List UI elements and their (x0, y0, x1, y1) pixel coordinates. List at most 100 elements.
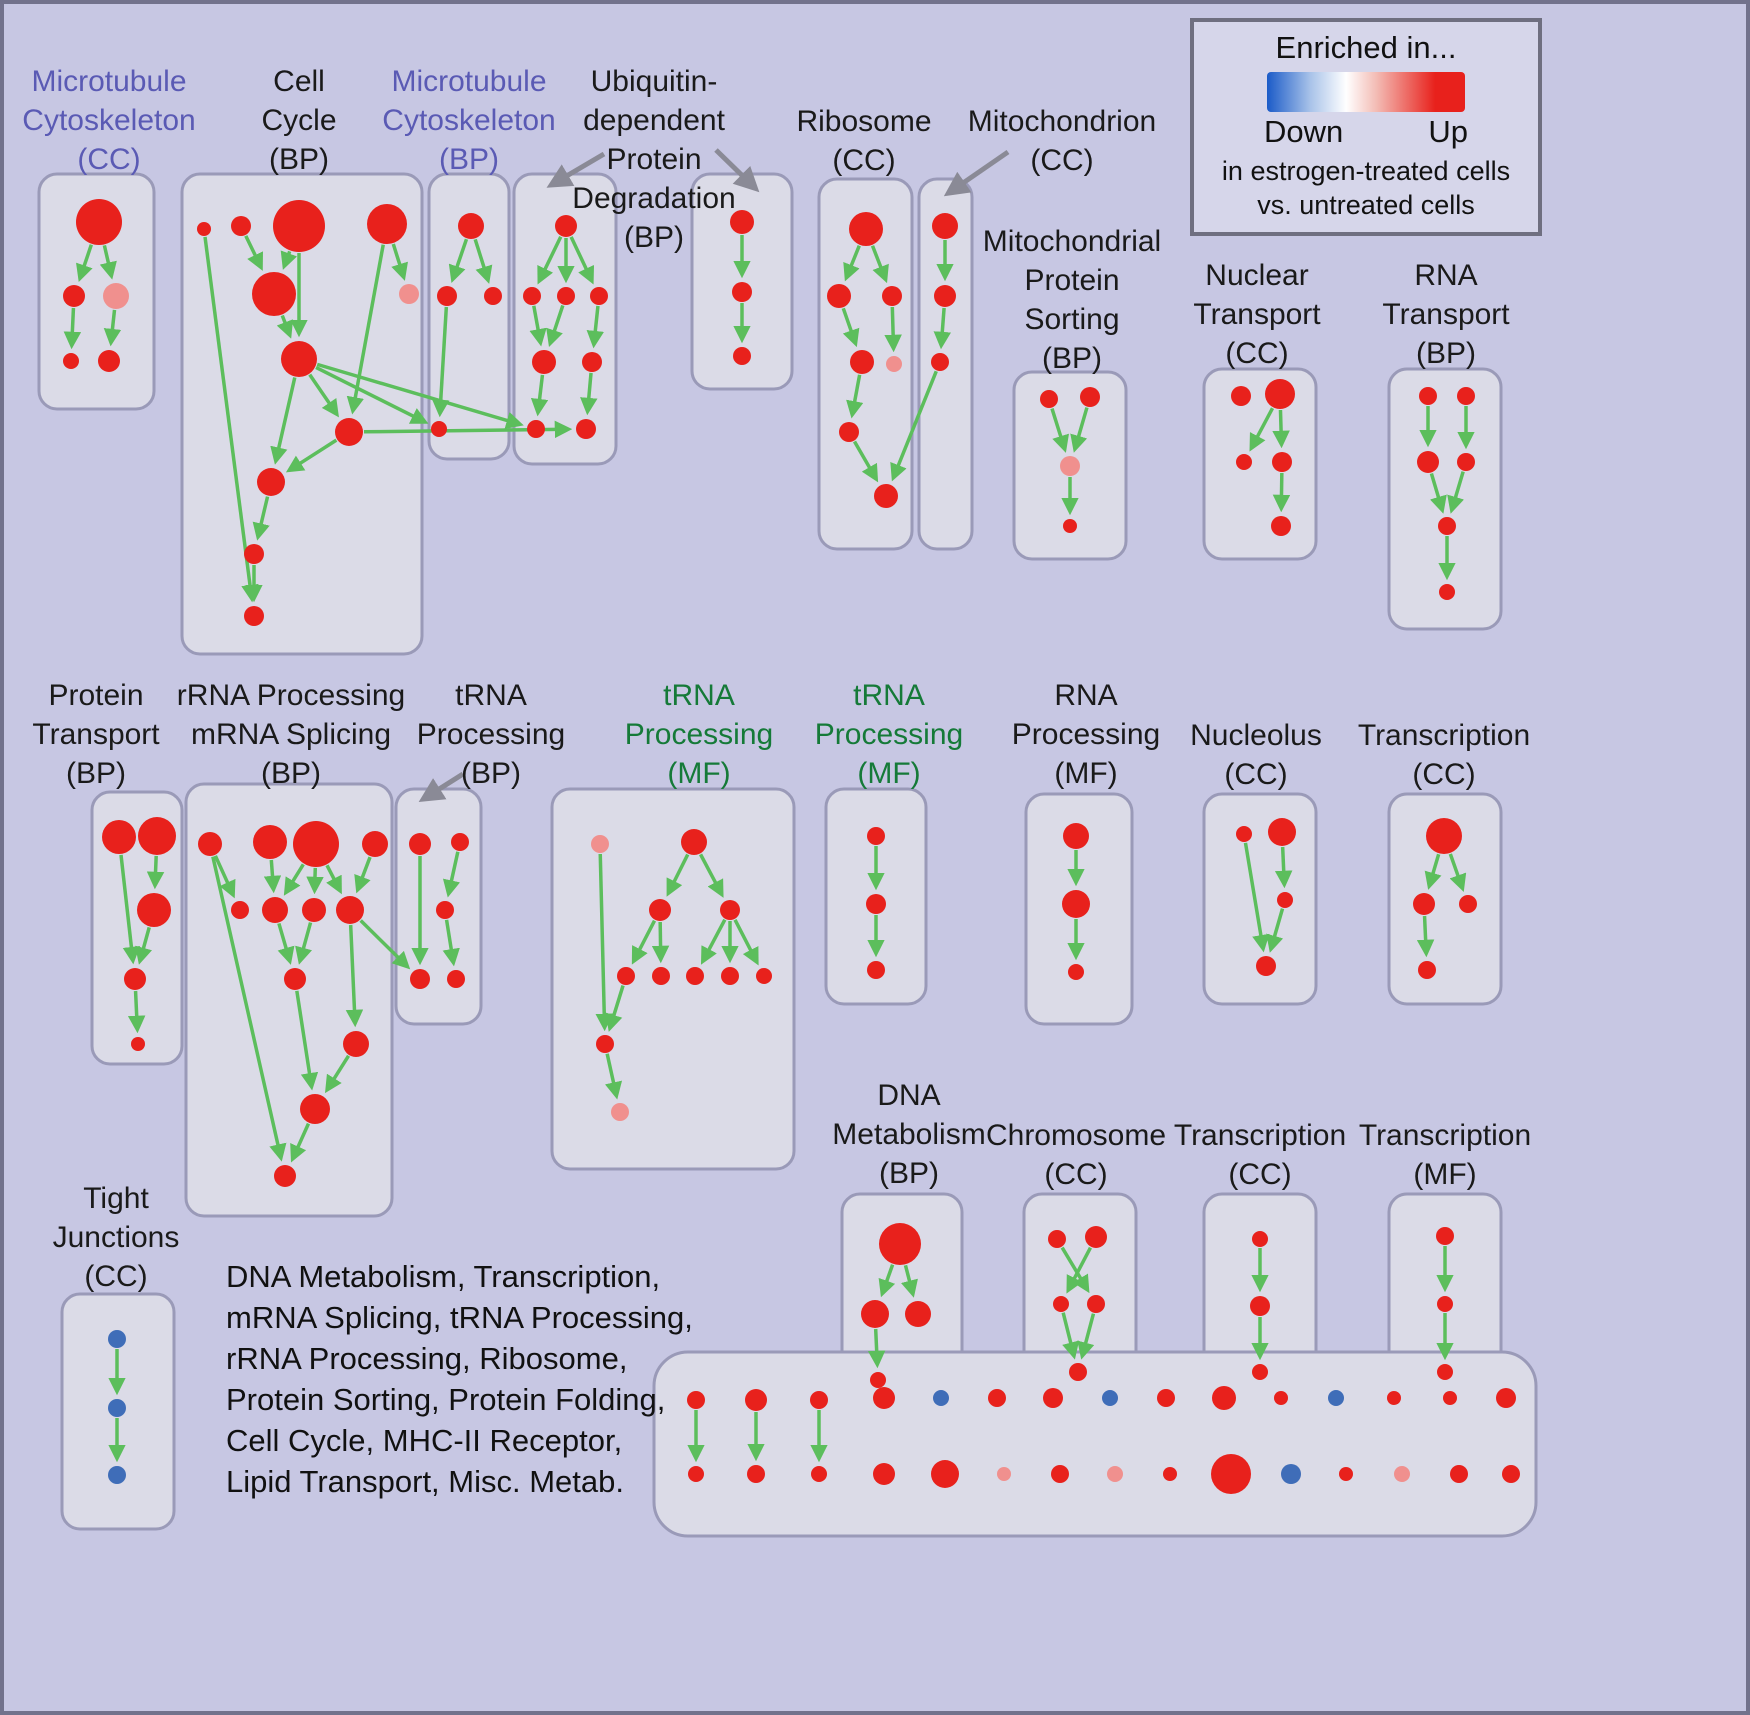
go-term-node (302, 898, 326, 922)
go-term-node (861, 1300, 889, 1328)
go-term-node (244, 606, 264, 626)
go-term-node (76, 199, 122, 245)
edge-arrow (127, 990, 146, 1034)
go-term-node (720, 900, 740, 920)
edge-arrow (295, 922, 313, 965)
go-term-node (197, 222, 211, 236)
go-term-node (410, 969, 430, 989)
go-term-node (1102, 1390, 1118, 1406)
edge-arrow (283, 863, 305, 896)
go-term-node (873, 1387, 895, 1409)
go-term-node (932, 213, 958, 239)
go-term-node (284, 968, 306, 990)
go-term-node (867, 961, 885, 979)
go-term-node (1085, 1226, 1107, 1248)
go-term-node (1271, 516, 1291, 536)
cluster-box-nuclear-transport-cc (1202, 367, 1318, 561)
go-term-node (652, 967, 670, 985)
go-term-node (262, 897, 288, 923)
edge-arrow (270, 377, 297, 465)
go-term-node (1502, 1465, 1520, 1483)
go-term-node (1457, 453, 1475, 471)
go-term-node (905, 1301, 931, 1327)
go-term-node (523, 287, 541, 305)
go-term-node (447, 970, 465, 988)
label-pointer-arrow (943, 149, 1010, 197)
go-term-node (1060, 456, 1080, 476)
go-term-node (931, 353, 949, 371)
go-term-node (231, 901, 249, 919)
go-term-node (1413, 893, 1435, 915)
go-term-node (1387, 1391, 1401, 1405)
go-term-node (1043, 1388, 1063, 1408)
legend-subtitle-line2: vs. untreated cells (1257, 190, 1475, 220)
go-term-node (591, 835, 609, 853)
go-term-node (437, 286, 457, 306)
go-term-node (1062, 890, 1090, 918)
go-term-node (1339, 1467, 1353, 1481)
go-term-node (1439, 584, 1455, 600)
go-term-node (484, 287, 502, 305)
go-term-node (810, 1391, 828, 1409)
go-term-node (747, 1465, 765, 1483)
go-term-node (882, 286, 902, 306)
edge-arrow (1424, 853, 1442, 890)
edge-arrow (346, 244, 385, 415)
go-term-node (1328, 1390, 1344, 1406)
edge-arrow (699, 853, 724, 898)
go-term-node (362, 831, 388, 857)
go-term-node (198, 832, 222, 856)
edge-arrow (325, 1054, 351, 1094)
edge-arrow (1061, 1312, 1080, 1360)
label-pointer-arrow (714, 148, 760, 193)
edge-arrow (448, 238, 469, 283)
go-term-node (336, 896, 364, 924)
cross-edge-arrow (316, 362, 524, 429)
edge-arrow (884, 306, 902, 353)
edge-arrow (852, 440, 879, 483)
go-term-node (557, 287, 575, 305)
edge-arrow (213, 855, 236, 899)
edge-arrow (1274, 846, 1293, 889)
edge-arrow (473, 238, 493, 284)
edge-arrow (546, 304, 565, 348)
go-term-node (1274, 1391, 1288, 1405)
go-term-node (431, 421, 447, 437)
go-term-node (253, 825, 287, 859)
go-term-node (811, 1466, 827, 1482)
go-term-node (527, 420, 545, 438)
edge-arrow (276, 314, 294, 339)
go-term-node (1157, 1389, 1175, 1407)
go-term-node (257, 468, 285, 496)
go-term-node (137, 893, 171, 927)
edge-arrow (569, 236, 595, 285)
cluster-box-microtubule-cytoskeleton-cc (37, 172, 156, 411)
edge-arrow (432, 306, 450, 418)
go-term-node (1063, 823, 1089, 849)
go-term-node (1250, 1296, 1270, 1316)
go-term-node (839, 422, 859, 442)
label-pointer-arrow (546, 151, 606, 188)
cluster-box-mixed-processes (652, 1350, 1538, 1538)
go-term-node (867, 827, 885, 845)
go-term-node (108, 1399, 126, 1417)
go-term-node (997, 1467, 1011, 1481)
go-term-node (335, 418, 363, 446)
edge-arrow (135, 926, 152, 965)
edge-arrow (843, 245, 861, 282)
edge-arrow (354, 856, 372, 894)
go-term-node (1417, 451, 1439, 473)
go-term-node (1040, 390, 1058, 408)
edge-arrow (1266, 908, 1285, 953)
cross-edge-arrow (315, 365, 429, 424)
edge-arrow (1272, 409, 1290, 449)
go-term-node (367, 204, 407, 244)
go-term-node (1048, 1230, 1066, 1248)
edge-arrow (76, 244, 93, 283)
go-term-node (63, 285, 85, 307)
go-term-node (244, 544, 264, 564)
go-term-node (756, 968, 772, 984)
go-term-node (1457, 387, 1475, 405)
edge-arrow (605, 985, 625, 1032)
go-term-node (1068, 964, 1084, 980)
